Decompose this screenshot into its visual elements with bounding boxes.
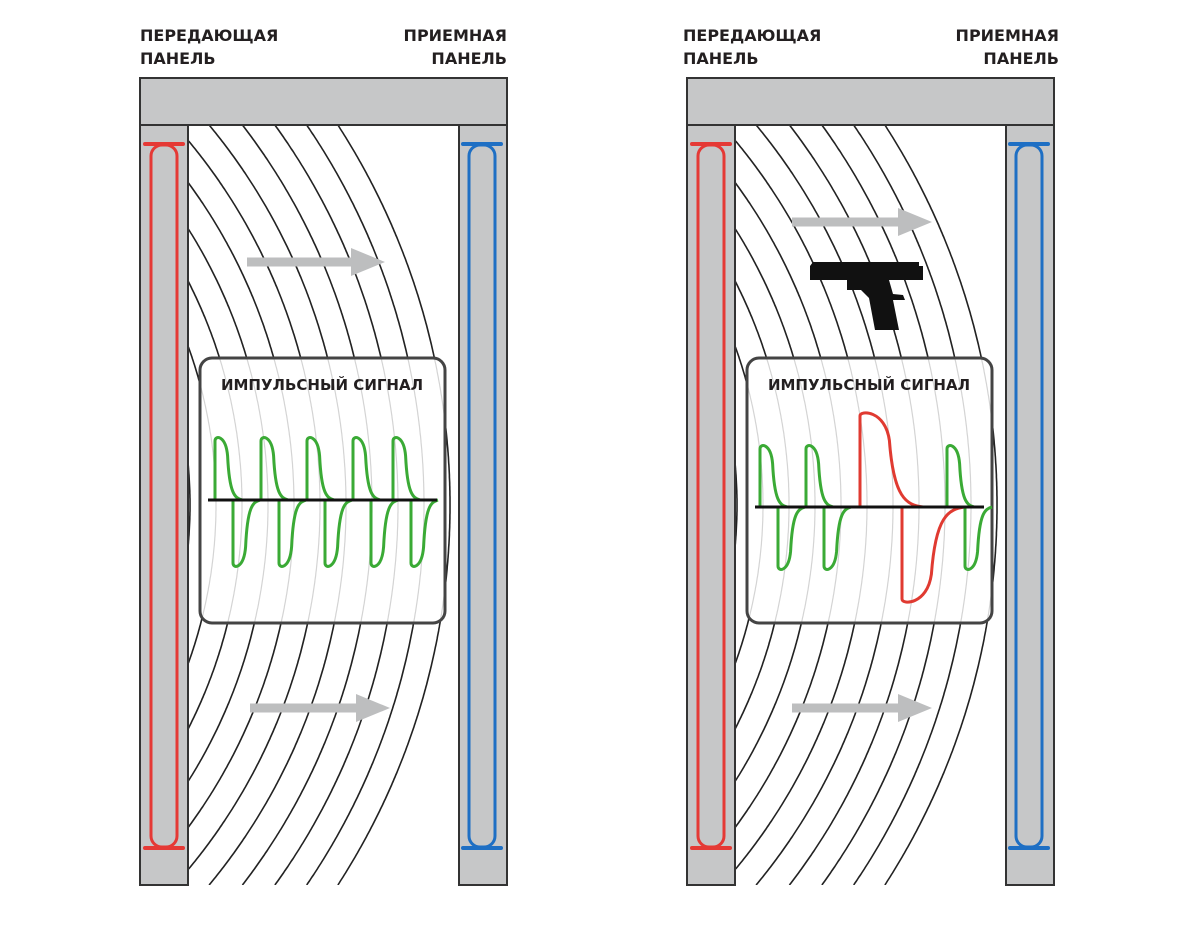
- signal-box-bg: [200, 358, 445, 623]
- signal-pulse: [391, 436, 439, 568]
- signal-pulse: [758, 444, 806, 571]
- transmitter-label-line1: ПЕРЕДАЮЩАЯ: [683, 26, 821, 45]
- field-line: [954, 358, 972, 623]
- field-line: [900, 358, 920, 623]
- field-line: [246, 358, 269, 623]
- signal-pulse: [351, 436, 399, 568]
- signal-title: ИМПУЛЬСНЫЙ СИГНАЛ: [768, 375, 970, 394]
- field-line: [433, 358, 445, 421]
- signal-box: ИМПУЛЬСНЫЙ СИГНАЛ: [198, 356, 447, 625]
- field-line: [820, 358, 842, 623]
- signal-box-border: [198, 356, 447, 625]
- field-line: [874, 358, 894, 623]
- field-line: [327, 358, 347, 623]
- transmitter-label-line2: ПАНЕЛЬ: [683, 49, 759, 68]
- receiver-label-line1: ПРИЕМНАЯ: [956, 26, 1059, 45]
- signal-waveform: [755, 411, 993, 604]
- receiver-coil: [1008, 142, 1050, 850]
- field-line: [747, 383, 764, 623]
- arrow-head: [898, 694, 932, 722]
- field-line: [927, 358, 946, 623]
- field-line: [337, 125, 451, 885]
- direction-arrow: [247, 248, 385, 276]
- signal-pulse: [305, 436, 353, 568]
- signal-pulse: [259, 436, 307, 568]
- field-line: [188, 464, 191, 546]
- field-line: [300, 358, 321, 623]
- signal-waveform: [208, 436, 439, 568]
- direction-arrow: [792, 694, 932, 722]
- signal-pulse: [804, 444, 852, 571]
- signal-title: ИМПУЛЬСНЫЙ СИГНАЛ: [221, 375, 423, 394]
- field-line: [847, 358, 868, 623]
- transmitter-label-line2: ПАНЕЛЬ: [140, 49, 216, 68]
- receiver-label-line1: ПРИЕМНАЯ: [404, 26, 507, 45]
- signal-pulse: [213, 436, 261, 568]
- transmitter-label-line1: ПЕРЕДАЮЩАЯ: [140, 26, 278, 45]
- field-line: [980, 358, 992, 421]
- receiver-post: [458, 124, 508, 886]
- receiver-label-line2: ПАНЕЛЬ: [431, 49, 507, 68]
- transmitter-post: [139, 124, 189, 886]
- pistol-icon: [810, 262, 923, 330]
- arrow-head: [898, 208, 932, 236]
- signal-box-border: [745, 356, 994, 625]
- panel-with-pistol: ИМПУЛЬСНЫЙ СИГНАЛ: [686, 77, 1055, 886]
- direction-arrow: [792, 208, 932, 236]
- receiver-post: [1005, 124, 1055, 886]
- field-line: [765, 358, 790, 623]
- field-line: [735, 464, 738, 546]
- field-line: [200, 383, 217, 623]
- transmitter-coil: [143, 142, 185, 850]
- field-line: [884, 125, 998, 885]
- field-lines: [200, 358, 445, 623]
- field-line: [380, 358, 399, 623]
- field-line: [407, 358, 425, 623]
- arrow-head: [351, 248, 385, 276]
- top-crossbar: [139, 77, 508, 126]
- field-line: [793, 358, 816, 623]
- signal-box-bg: [747, 358, 992, 623]
- labels-right: ПЕРЕДАЮЩАЯ ПАНЕЛЬ ПРИЕМНАЯ ПАНЕЛЬ: [683, 26, 1059, 68]
- labels-left: ПЕРЕДАЮЩАЯ ПАНЕЛЬ ПРИЕМНАЯ ПАНЕЛЬ: [140, 26, 507, 68]
- field-lines: [747, 358, 992, 623]
- panel-without-object: ИМПУЛЬСНЫЙ СИГНАЛ: [139, 77, 508, 886]
- direction-arrow: [250, 694, 390, 722]
- top-crossbar: [686, 77, 1055, 126]
- transmitter-post: [686, 124, 736, 886]
- receiver-label-line2: ПАНЕЛЬ: [983, 49, 1059, 68]
- arrow-head: [356, 694, 390, 722]
- signal-pulse: [858, 411, 966, 604]
- receiver-coil: [461, 142, 503, 850]
- field-line: [218, 358, 243, 623]
- transmitter-coil: [690, 142, 732, 850]
- signal-pulse: [945, 444, 993, 571]
- field-line: [273, 358, 295, 623]
- signal-box: ИМПУЛЬСНЫЙ СИГНАЛ: [745, 356, 994, 625]
